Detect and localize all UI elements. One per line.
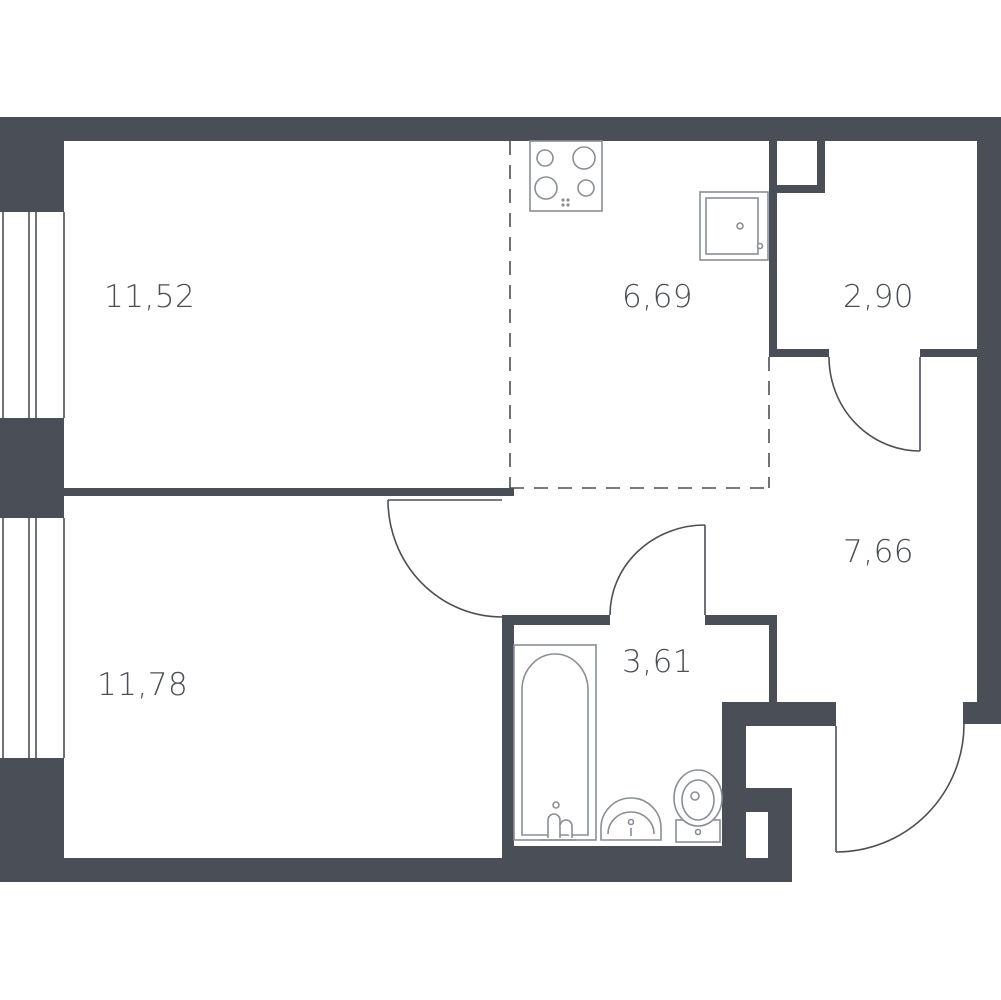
window-lower <box>0 518 65 758</box>
bathtub-icon <box>513 644 597 841</box>
area-label-hallway: 7,66 <box>843 534 914 570</box>
kitchen-sink-icon <box>699 191 769 261</box>
door-storage <box>828 356 921 452</box>
washbasin-icon <box>600 797 662 841</box>
door-bedroom <box>387 499 503 618</box>
door-entrance <box>835 723 965 853</box>
area-label-kitchen: 6,69 <box>622 279 693 315</box>
toilet-icon <box>673 769 723 843</box>
door-bathroom <box>609 524 706 616</box>
walls <box>0 117 1001 882</box>
area-label-living-room: 11,52 <box>104 279 195 315</box>
stove-icon <box>529 140 603 212</box>
area-label-bathroom: 3,61 <box>622 644 693 680</box>
window-upper <box>0 212 65 418</box>
area-label-bedroom: 11,78 <box>97 667 188 703</box>
area-label-storage: 2,90 <box>843 279 914 315</box>
kitchen-zone-boundary <box>509 141 770 489</box>
